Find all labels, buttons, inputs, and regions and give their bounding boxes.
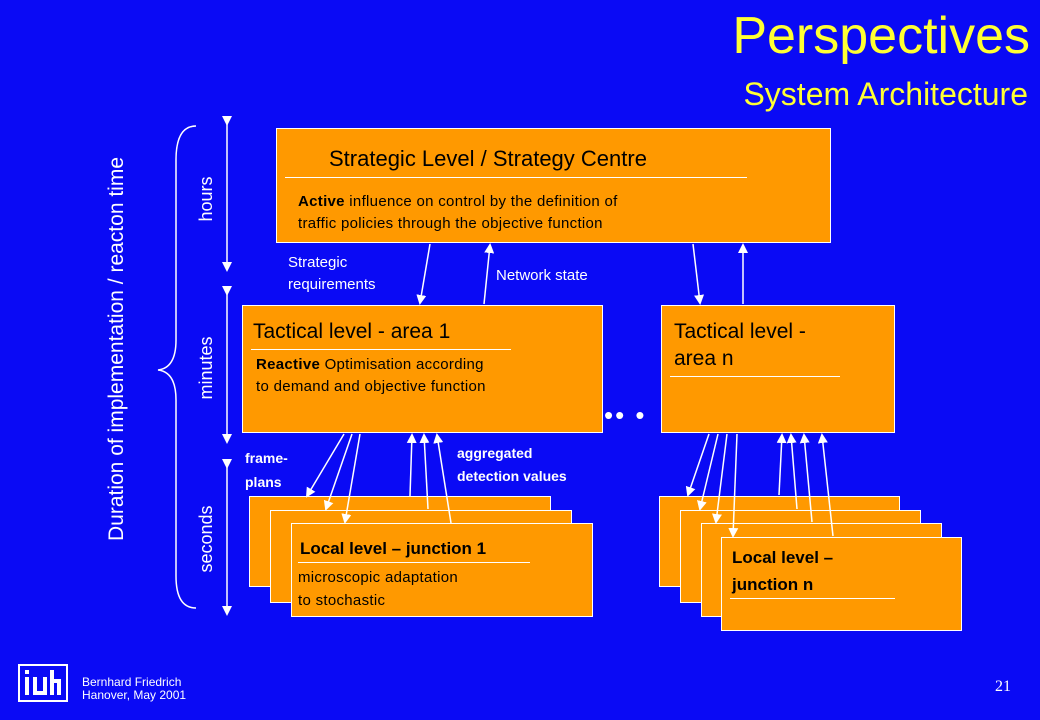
iuh-logo: [18, 664, 68, 702]
tactical-1-description: Reactive Optimisation according to deman…: [256, 354, 486, 398]
slide-subtitle: System Architecture: [743, 76, 1028, 112]
tactical-1-line2: to demand and objective function: [256, 378, 486, 395]
local-junction-n-heading: Local level – junction n: [732, 544, 833, 598]
strategic-level-box: Strategic Level / Strategy Centre Active…: [276, 128, 831, 243]
frame-line2: plans: [245, 474, 282, 490]
tactical-area-n-box: Tactical level - area n: [661, 305, 895, 433]
tactical-1-line1: Optimisation according: [320, 356, 484, 373]
tactical-area-1-heading: Tactical level - area 1: [253, 320, 451, 343]
detection-n-arrow-2: [786, 433, 798, 510]
strategic-requirements-arrow: [416, 243, 431, 305]
tactical-n-heading-line2: area n: [674, 347, 734, 370]
frame-plan-arrow-2: [323, 433, 353, 511]
detection-arrow-3: [433, 433, 452, 524]
local-junction-1-box: Local level – junction 1 microscopic ada…: [291, 523, 593, 617]
detection-n-arrow-1: [776, 433, 787, 496]
ellipsis-dots: •• •: [604, 400, 647, 430]
frame-plan-n-arrow-3: [712, 433, 728, 524]
tactical-n-heading-line1: Tactical level -: [674, 320, 806, 343]
local-1-heading-underline: [298, 562, 530, 563]
local-1-description: microscopic adaptation to stochastic: [298, 566, 458, 612]
local-n-heading-line2: junction n: [732, 575, 814, 594]
local-1-line2: to stochastic: [298, 592, 386, 609]
detection-arrow-1: [406, 433, 417, 497]
frame-plan-arrow-3: [341, 433, 361, 524]
strategic-req-line2: requirements: [288, 276, 376, 293]
tactical-1-heading-underline: [251, 349, 511, 350]
footer-author: Bernhard Friedrich: [82, 675, 182, 689]
local-n-heading-underline: [730, 598, 895, 599]
strategic-to-tactical-n-arrow: [692, 243, 705, 305]
strategic-req-line1: Strategic: [288, 254, 348, 271]
iuh-logo-mark: [25, 670, 61, 695]
detection-n-arrow-4: [817, 433, 834, 537]
frame-plan-n-arrow-1: [685, 433, 710, 497]
frame-plan-n-arrow-4: [728, 433, 739, 538]
strategic-heading-underline: [285, 177, 747, 178]
local-junction-n-box: Local level – junction n: [721, 537, 962, 631]
strategic-description: Active influence on control by the defin…: [298, 191, 618, 235]
frame-plan-arrow-1: [305, 433, 345, 498]
footer-place-date: Hanover, May 2001: [82, 688, 187, 702]
detection-arrow-2: [419, 433, 430, 510]
detection-n-arrow-3: [799, 433, 813, 523]
agg-line1: aggregated: [457, 445, 533, 461]
local-junction-1-heading: Local level – junction 1: [300, 539, 487, 558]
strategic-line1: influence on control by the definition o…: [344, 193, 618, 210]
page-number: 21: [995, 678, 1011, 695]
local-1-line1: microscopic adaptation: [298, 569, 459, 586]
aggregated-detection-label: aggregated detection values: [457, 442, 567, 488]
frame-plan-n-arrow-2: [697, 433, 719, 511]
strategic-bold-word: Active: [298, 193, 345, 210]
agg-line2: detection values: [457, 468, 567, 484]
frame-line1: frame-: [245, 450, 288, 466]
strategic-line2: traffic policies through the objective f…: [298, 215, 603, 232]
local-n-heading-line1: Local level –: [732, 548, 834, 567]
frame-plans-label: frame- plans: [245, 446, 288, 494]
network-state-arrow: [483, 243, 495, 305]
slide-title: Perspectives: [732, 7, 1030, 65]
strategic-requirements-label: Strategic requirements: [288, 252, 376, 296]
strategic-level-heading: Strategic Level / Strategy Centre: [329, 146, 647, 171]
tactical-area-n-heading: Tactical level - area n: [674, 318, 806, 372]
tactical-area-1-box: Tactical level - area 1 Reactive Optimis…: [242, 305, 603, 433]
tactical-n-heading-underline: [670, 376, 840, 377]
tactical-1-bold-word: Reactive: [256, 356, 321, 373]
network-state-label: Network state: [496, 267, 588, 284]
duration-brace: [157, 125, 197, 609]
